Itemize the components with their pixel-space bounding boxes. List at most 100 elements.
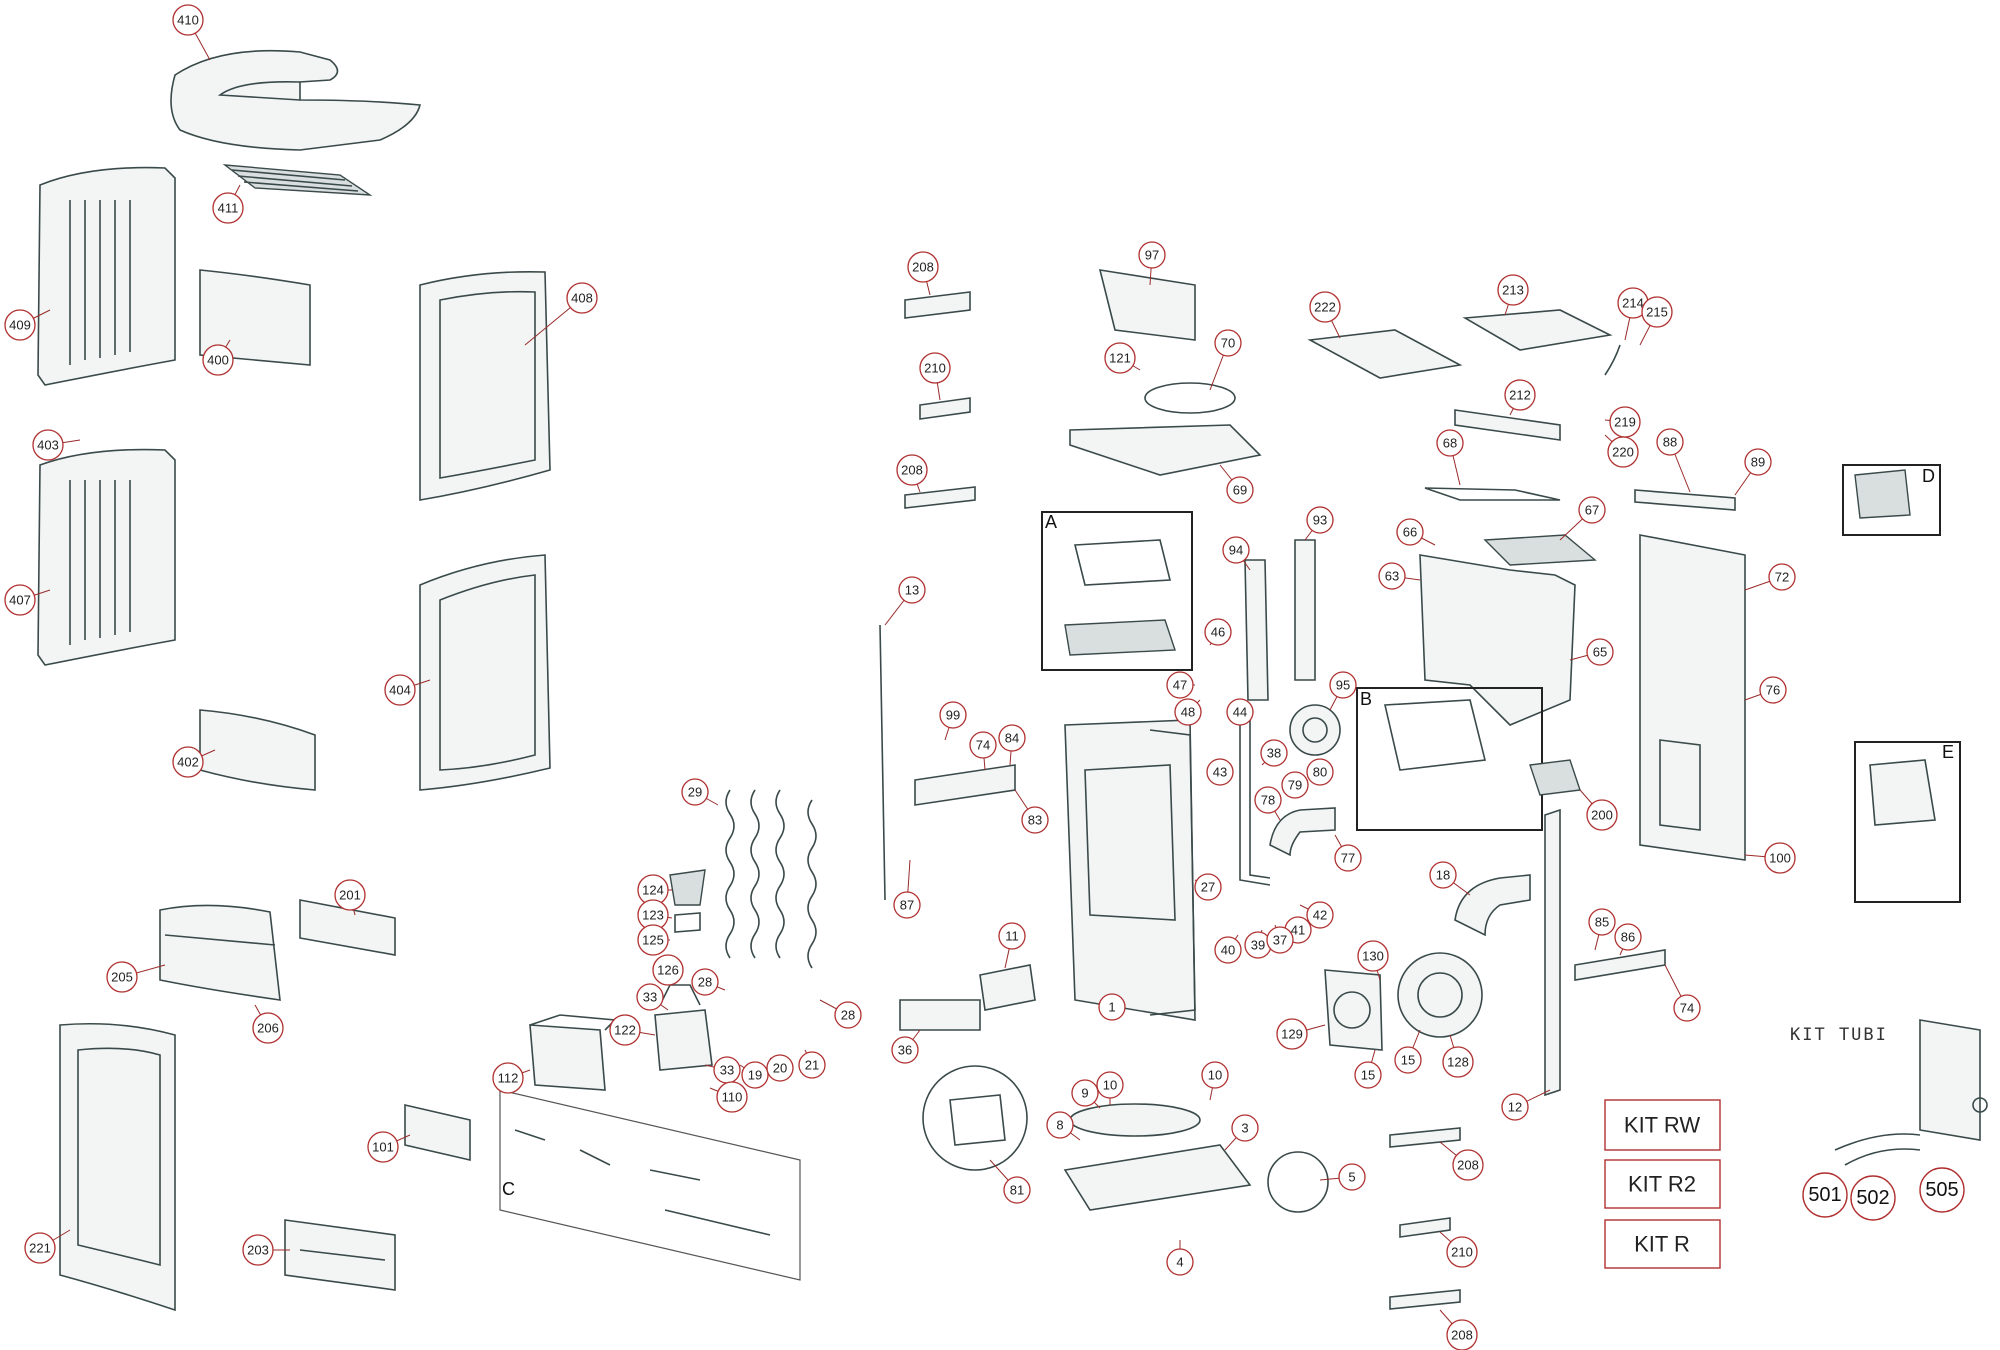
callout-220[interactable]: 220 xyxy=(1607,436,1639,468)
callout-29[interactable]: 29 xyxy=(681,778,709,806)
callout-47[interactable]: 47 xyxy=(1166,671,1194,699)
callout-28[interactable]: 28 xyxy=(691,968,719,996)
callout-66[interactable]: 66 xyxy=(1396,518,1424,546)
callout-76[interactable]: 76 xyxy=(1759,676,1787,704)
callout-222[interactable]: 222 xyxy=(1309,291,1341,323)
kit-box-r[interactable]: KIT R xyxy=(1604,1219,1721,1269)
callout-10[interactable]: 10 xyxy=(1201,1061,1229,1089)
callout-15[interactable]: 15 xyxy=(1354,1061,1382,1089)
callout-208[interactable]: 208 xyxy=(896,454,928,486)
callout-1[interactable]: 1 xyxy=(1098,993,1126,1021)
callout-80[interactable]: 80 xyxy=(1306,758,1334,786)
callout-110[interactable]: 110 xyxy=(716,1081,748,1113)
callout-129[interactable]: 129 xyxy=(1276,1018,1308,1050)
callout-28[interactable]: 28 xyxy=(834,1001,862,1029)
callout-13[interactable]: 13 xyxy=(898,576,926,604)
callout-69[interactable]: 69 xyxy=(1226,476,1254,504)
callout-10[interactable]: 10 xyxy=(1096,1071,1124,1099)
callout-42[interactable]: 42 xyxy=(1306,901,1334,929)
callout-215[interactable]: 215 xyxy=(1641,296,1673,328)
callout-400[interactable]: 400 xyxy=(202,344,234,376)
callout-126[interactable]: 126 xyxy=(652,954,684,986)
callout-81[interactable]: 81 xyxy=(1003,1176,1031,1204)
callout-403[interactable]: 403 xyxy=(32,429,64,461)
callout-404[interactable]: 404 xyxy=(384,674,416,706)
callout-5[interactable]: 5 xyxy=(1338,1163,1366,1191)
callout-33[interactable]: 33 xyxy=(713,1056,741,1084)
callout-27[interactable]: 27 xyxy=(1194,873,1222,901)
callout-85[interactable]: 85 xyxy=(1588,908,1616,936)
callout-407[interactable]: 407 xyxy=(4,584,36,616)
callout-77[interactable]: 77 xyxy=(1334,844,1362,872)
callout-99[interactable]: 99 xyxy=(939,701,967,729)
callout-78[interactable]: 78 xyxy=(1254,786,1282,814)
callout-15[interactable]: 15 xyxy=(1394,1046,1422,1074)
callout-101[interactable]: 101 xyxy=(367,1131,399,1163)
callout-3[interactable]: 3 xyxy=(1231,1114,1259,1142)
callout-44[interactable]: 44 xyxy=(1226,698,1254,726)
callout-38[interactable]: 38 xyxy=(1260,739,1288,767)
callout-411[interactable]: 411 xyxy=(212,192,244,224)
callout-86[interactable]: 86 xyxy=(1614,923,1642,951)
callout-221[interactable]: 221 xyxy=(24,1232,56,1264)
callout-72[interactable]: 72 xyxy=(1768,563,1796,591)
callout-97[interactable]: 97 xyxy=(1138,241,1166,269)
callout-40[interactable]: 40 xyxy=(1214,936,1242,964)
callout-210[interactable]: 210 xyxy=(1446,1236,1478,1268)
callout-125[interactable]: 125 xyxy=(637,924,669,956)
callout-37[interactable]: 37 xyxy=(1266,926,1294,954)
callout-203[interactable]: 203 xyxy=(242,1234,274,1266)
callout-123[interactable]: 123 xyxy=(637,899,669,931)
callout-65[interactable]: 65 xyxy=(1586,638,1614,666)
callout-48[interactable]: 48 xyxy=(1174,698,1202,726)
callout-46[interactable]: 46 xyxy=(1204,618,1232,646)
callout-33[interactable]: 33 xyxy=(636,983,664,1011)
callout-210[interactable]: 210 xyxy=(919,352,951,384)
callout-206[interactable]: 206 xyxy=(252,1012,284,1044)
callout-41[interactable]: 41 xyxy=(1284,916,1312,944)
callout-95[interactable]: 95 xyxy=(1329,671,1357,699)
callout-70[interactable]: 70 xyxy=(1214,329,1242,357)
callout-212[interactable]: 212 xyxy=(1504,379,1536,411)
callout-200[interactable]: 200 xyxy=(1586,799,1618,831)
callout-36[interactable]: 36 xyxy=(891,1036,919,1064)
callout-402[interactable]: 402 xyxy=(172,746,204,778)
kit-box-r2[interactable]: KIT R2 xyxy=(1604,1159,1721,1209)
callout-121[interactable]: 121 xyxy=(1104,342,1136,374)
callout-208[interactable]: 208 xyxy=(1452,1149,1484,1181)
callout-213[interactable]: 213 xyxy=(1497,274,1529,306)
callout-20[interactable]: 20 xyxy=(766,1054,794,1082)
callout-130[interactable]: 130 xyxy=(1357,940,1389,972)
callout-12[interactable]: 12 xyxy=(1501,1093,1529,1121)
callout-63[interactable]: 63 xyxy=(1378,562,1406,590)
callout-4[interactable]: 4 xyxy=(1166,1248,1194,1276)
callout-67[interactable]: 67 xyxy=(1578,496,1606,524)
callout-100[interactable]: 100 xyxy=(1764,842,1796,874)
kit-tubi-part-505[interactable]: 505 xyxy=(1919,1167,1965,1213)
callout-205[interactable]: 205 xyxy=(106,961,138,993)
callout-8[interactable]: 8 xyxy=(1046,1111,1074,1139)
callout-408[interactable]: 408 xyxy=(566,282,598,314)
kit-tubi-part-502[interactable]: 502 xyxy=(1850,1175,1896,1221)
callout-84[interactable]: 84 xyxy=(998,724,1026,752)
callout-39[interactable]: 39 xyxy=(1244,931,1272,959)
callout-88[interactable]: 88 xyxy=(1656,428,1684,456)
callout-74[interactable]: 74 xyxy=(969,731,997,759)
callout-94[interactable]: 94 xyxy=(1222,536,1250,564)
callout-87[interactable]: 87 xyxy=(893,891,921,919)
callout-112[interactable]: 112 xyxy=(492,1062,524,1094)
callout-89[interactable]: 89 xyxy=(1744,448,1772,476)
callout-93[interactable]: 93 xyxy=(1306,506,1334,534)
callout-74[interactable]: 74 xyxy=(1673,994,1701,1022)
callout-219[interactable]: 219 xyxy=(1609,406,1641,438)
callout-214[interactable]: 214 xyxy=(1617,287,1649,319)
callout-19[interactable]: 19 xyxy=(741,1061,769,1089)
callout-122[interactable]: 122 xyxy=(609,1014,641,1046)
callout-208[interactable]: 208 xyxy=(1446,1319,1478,1350)
callout-21[interactable]: 21 xyxy=(798,1051,826,1079)
callout-409[interactable]: 409 xyxy=(4,309,36,341)
callout-43[interactable]: 43 xyxy=(1206,758,1234,786)
kit-box-rw[interactable]: KIT RW xyxy=(1604,1099,1721,1151)
callout-83[interactable]: 83 xyxy=(1021,806,1049,834)
callout-79[interactable]: 79 xyxy=(1281,771,1309,799)
